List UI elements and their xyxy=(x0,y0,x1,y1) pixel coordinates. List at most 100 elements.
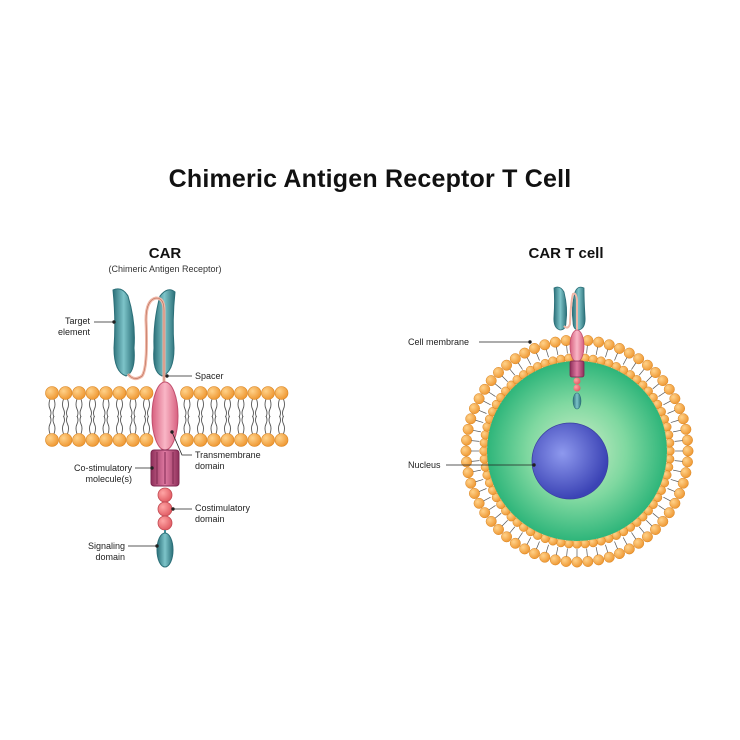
label-signaling-line1: Signaling xyxy=(87,541,125,551)
lipid-tail xyxy=(201,398,204,418)
lipid-tail xyxy=(555,547,559,556)
lipid-tail xyxy=(102,415,106,435)
lipid-tail xyxy=(536,352,540,361)
lipid-tail xyxy=(93,415,96,435)
lipid-tail xyxy=(52,415,56,435)
lipid-tail xyxy=(89,398,92,418)
label-transmembrane-line1: Transmembrane xyxy=(195,450,261,460)
lipid-tail xyxy=(116,398,119,418)
lipid-tail xyxy=(75,415,79,435)
lipid-tail xyxy=(586,345,588,354)
lipid-head xyxy=(45,386,59,400)
lipid-tail xyxy=(478,488,487,492)
lipid-tail xyxy=(472,469,481,473)
lipid-head xyxy=(465,413,477,425)
lipid-tail xyxy=(210,415,214,435)
lipid-head xyxy=(680,467,692,479)
lipid-tail xyxy=(66,415,69,435)
lipid-tail xyxy=(566,345,568,354)
label-costim-dom-line1: Costimulatory xyxy=(195,503,251,513)
lipid-head xyxy=(682,445,694,457)
lipid-head xyxy=(485,515,497,527)
lipid-head xyxy=(650,524,661,535)
costimulatory-domain xyxy=(157,487,173,531)
lipid-tail xyxy=(545,349,549,358)
transmembrane-domain xyxy=(151,381,179,451)
lipid-head xyxy=(72,433,86,447)
lipid-tail xyxy=(472,429,481,433)
lipid-head xyxy=(680,423,692,435)
label-costim-mol-line1: Co-stimulatory xyxy=(73,463,132,473)
lipid-head xyxy=(247,433,262,447)
lipid-tail xyxy=(536,541,540,550)
lipid-head xyxy=(234,386,248,400)
lipid-tail xyxy=(75,398,79,418)
lipid-head xyxy=(519,543,531,555)
lipid-head xyxy=(468,403,480,414)
diagram-title: Chimeric Antigen Receptor T Cell xyxy=(168,165,572,193)
lipid-tail xyxy=(210,398,214,418)
lipid-tail xyxy=(614,352,618,361)
lipid-head xyxy=(529,548,540,560)
lipid-tail xyxy=(133,398,137,418)
lipid-tail xyxy=(674,460,683,462)
lipid-tail xyxy=(674,440,683,442)
lipid-head xyxy=(274,386,289,400)
lipid-head xyxy=(650,367,661,378)
label-costim-mol-line2: molecule(s) xyxy=(85,474,132,484)
lipid-tail xyxy=(102,398,106,418)
lipid-head xyxy=(485,375,497,387)
lipid-tail xyxy=(658,505,666,511)
lipid-head xyxy=(663,507,675,519)
label-signaling-line2: domain xyxy=(95,552,125,562)
lipid-tail xyxy=(526,537,532,545)
lipid-head xyxy=(462,467,474,479)
lipid-tail xyxy=(478,410,487,414)
lipid-tail xyxy=(631,362,637,370)
lipid-tail xyxy=(224,398,227,418)
lipid-head xyxy=(674,488,686,499)
lipid-bilayer xyxy=(45,386,289,447)
lipid-tail xyxy=(673,429,682,433)
lipid-tail xyxy=(187,398,191,418)
lipid-tail xyxy=(183,398,187,418)
lipid-head xyxy=(479,507,491,519)
lipid-tail xyxy=(214,415,218,435)
label-transmembrane-line2: domain xyxy=(195,461,225,471)
lipid-head xyxy=(633,353,645,365)
label-target-line1: Target xyxy=(64,316,90,326)
lipid-tail xyxy=(66,398,69,418)
lipid-tail xyxy=(646,520,653,527)
lipid-tail xyxy=(255,398,258,418)
lipid-tail xyxy=(187,415,191,435)
lipid-tail xyxy=(62,415,65,435)
lipid-tail xyxy=(264,398,268,418)
target-element xyxy=(112,288,176,388)
lipid-tail xyxy=(517,532,523,540)
lipid-head xyxy=(126,386,140,400)
lipid-head xyxy=(473,393,485,405)
lipid-tail xyxy=(129,415,133,435)
lipid-tail xyxy=(475,479,484,483)
lipid-head xyxy=(220,386,235,400)
label-target-element: Target element xyxy=(30,316,90,338)
lipid-tail xyxy=(282,398,285,418)
lipid-head xyxy=(677,413,689,425)
lipid-tail xyxy=(106,415,110,435)
lipid-head xyxy=(493,524,504,535)
lipid-tail xyxy=(475,419,484,423)
lipid-tail xyxy=(224,415,227,435)
lipid-head xyxy=(529,342,540,354)
lipid-head xyxy=(603,551,615,563)
lipid-head xyxy=(180,386,194,400)
lipid-head xyxy=(58,386,73,400)
lipid-head xyxy=(207,433,221,447)
lipid-tail xyxy=(586,548,588,557)
left-leader-lines xyxy=(94,320,192,548)
lipid-tail xyxy=(658,391,666,397)
lipid-tail xyxy=(147,398,150,418)
lipid-tail xyxy=(614,541,618,550)
lipid-head xyxy=(623,543,635,555)
lipid-tail xyxy=(667,488,676,492)
